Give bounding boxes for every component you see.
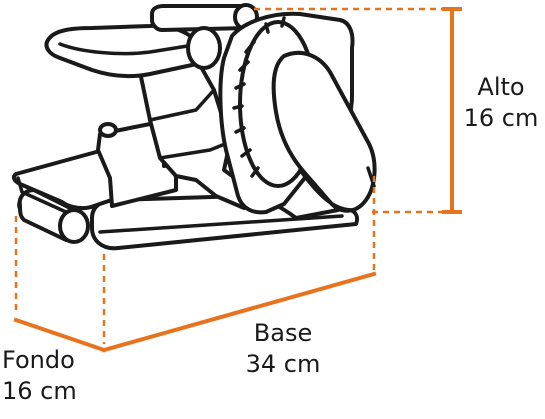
fondo-name: Fondo	[2, 346, 75, 374]
base-dimension-line	[101, 271, 377, 353]
belt-sander-icon	[11, 3, 377, 251]
fondo-label: Fondo 16 cm	[2, 345, 102, 407]
dimension-lines	[13, 7, 462, 353]
base-name: Base	[253, 319, 313, 347]
gear-teeth	[232, 16, 286, 178]
fondo-dimension-line	[13, 317, 107, 353]
fondo-value: 16 cm	[2, 377, 77, 405]
alto-value: 16 cm	[463, 104, 539, 132]
base-value: 34 cm	[245, 350, 321, 378]
alto-label: Alto 16 cm	[462, 72, 540, 134]
base-label: Base 34 cm	[236, 318, 330, 380]
alto-name: Alto	[477, 73, 525, 101]
